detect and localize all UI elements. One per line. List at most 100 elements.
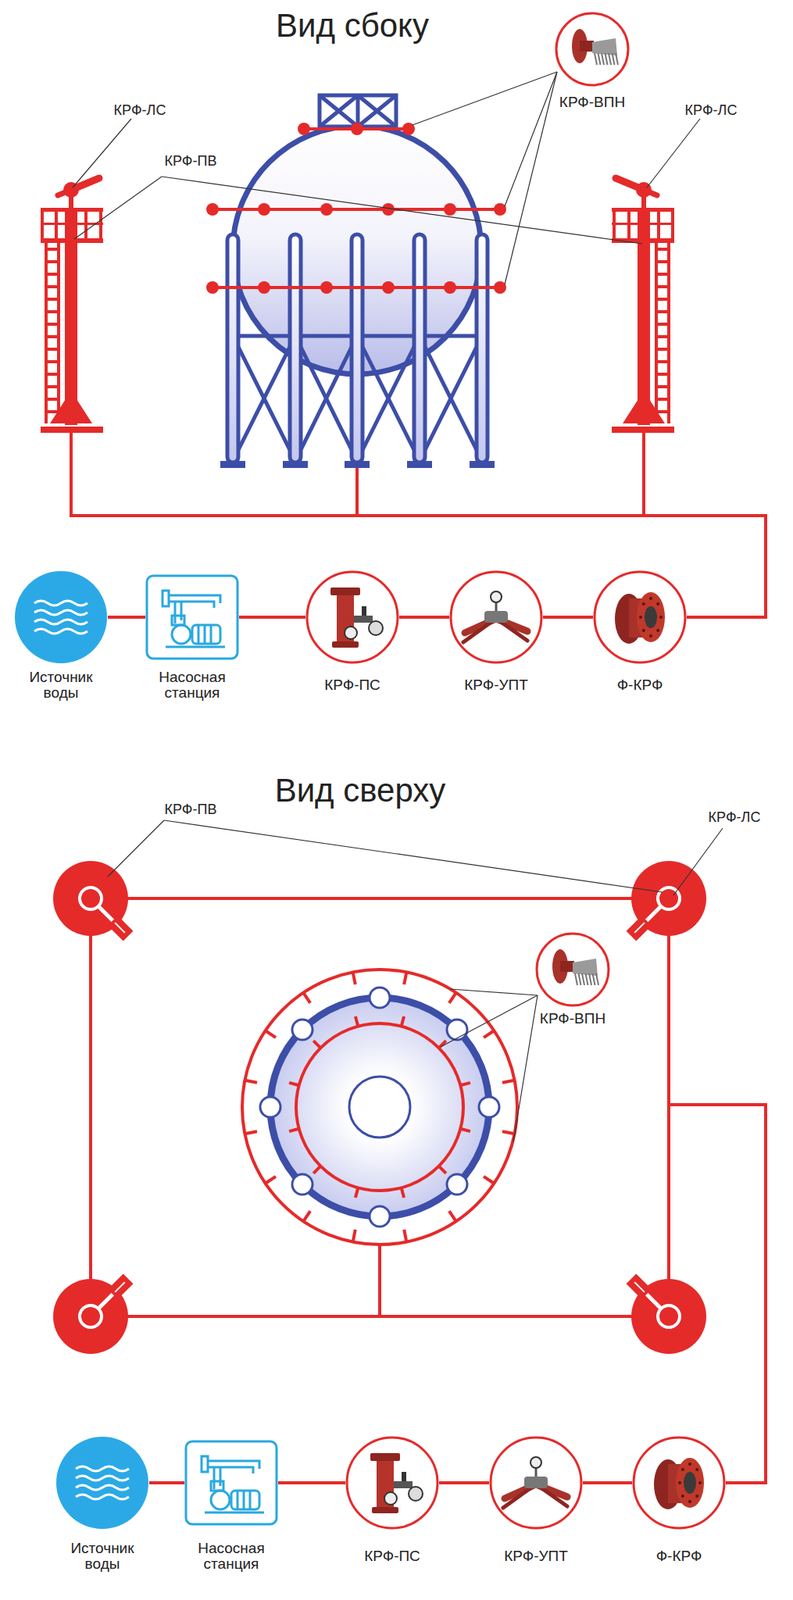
drawing-part	[582, 973, 585, 986]
drawing-part	[303, 993, 311, 1004]
node-label: Ф-КРФ	[589, 677, 691, 693]
equipment-node: КРФ-ВПН	[554, 11, 630, 87]
pipe-connector	[107, 615, 146, 619]
drawing-part	[34, 628, 88, 634]
equipment-node: КРФ-УПТ	[489, 1435, 583, 1530]
pipe-connector	[582, 1481, 633, 1485]
drawing-part	[313, 1166, 321, 1174]
node-label: Источник воды	[10, 669, 112, 701]
drawing-part	[681, 1494, 685, 1498]
drawing-part	[585, 973, 589, 986]
drawing-part	[556, 13, 629, 86]
drawing-part	[295, 335, 358, 461]
drawing-part	[407, 460, 433, 468]
tower-left	[40, 178, 104, 433]
drawing-part	[75, 1466, 129, 1472]
pipe-connector	[149, 1481, 185, 1485]
drawing-part	[401, 1016, 404, 1027]
drawing-part	[75, 1475, 129, 1481]
node-label: КРФ-УПТ	[445, 677, 547, 693]
node-icon	[345, 1435, 440, 1530]
drawing-part	[206, 122, 507, 294]
drawing-part	[493, 203, 507, 216]
pipe-connector	[542, 615, 593, 619]
drawing-part	[639, 615, 643, 619]
drawing-part	[56, 1436, 149, 1529]
node-icon	[632, 1435, 726, 1530]
pipe-connector	[239, 615, 306, 619]
drawing-part	[192, 625, 221, 644]
drawing-part	[232, 335, 296, 461]
drawing-part	[313, 1040, 321, 1048]
drawing-part	[393, 1481, 413, 1489]
node-label: Насосная станция	[180, 1540, 283, 1572]
drawing-part	[165, 646, 226, 649]
drawing-part	[212, 128, 501, 288]
drawing-part	[370, 1453, 401, 1461]
drawing-part	[644, 606, 658, 629]
drawing-part	[319, 95, 358, 127]
drawing-part	[244, 1080, 258, 1083]
drawing-part	[257, 281, 271, 294]
drawing-part	[368, 621, 383, 636]
node-label: КРФ-ВПН	[521, 1010, 624, 1027]
drawing-part	[295, 335, 358, 461]
drawing-part	[297, 122, 311, 136]
drawing-part	[502, 1131, 515, 1134]
drawing-part	[681, 1468, 685, 1472]
drawing-part	[231, 1490, 260, 1510]
drawing-part	[642, 602, 646, 606]
node-icon	[55, 1435, 150, 1530]
drawing-part	[161, 176, 643, 244]
drawing-part	[683, 1471, 697, 1494]
drawing-part	[446, 1174, 468, 1195]
drawing-part	[443, 281, 457, 294]
equipment-node: Ф-КРФ	[632, 1435, 726, 1530]
equipment-node: Насосная станция	[145, 574, 240, 661]
drawing-part	[219, 1467, 222, 1486]
drawing-part	[213, 1467, 216, 1490]
drawing-part	[257, 203, 271, 216]
drawing-part	[162, 590, 169, 607]
drawing-part	[232, 335, 296, 461]
drawing-part	[212, 285, 501, 290]
tower-symbol	[37, 845, 155, 963]
drawing-part	[357, 95, 397, 127]
node-icon	[554, 11, 630, 87]
drawing-part	[75, 1494, 129, 1500]
drawing-part	[227, 234, 239, 463]
drawing-part	[695, 1468, 699, 1472]
drawing-part	[320, 281, 333, 294]
drawing-part	[579, 40, 594, 52]
drawing-part	[504, 71, 558, 285]
drawing-part	[594, 571, 686, 663]
drawing-part	[382, 281, 395, 294]
drawing-part	[476, 234, 488, 463]
equipment-node: Источник воды	[14, 570, 108, 665]
drawing-part	[530, 1457, 542, 1469]
drawing-part	[307, 571, 398, 663]
drawing-part	[443, 203, 457, 216]
drawing-part	[633, 1437, 725, 1529]
drawing-part	[353, 1229, 356, 1243]
equipment-node: Насосная станция	[184, 1439, 279, 1526]
drawing-part	[289, 234, 301, 463]
drawing-part	[483, 1030, 494, 1038]
drawing-part	[351, 234, 363, 463]
drawing-part	[371, 1507, 399, 1514]
drawing-part	[449, 993, 457, 1004]
drawing-part	[636, 592, 665, 643]
drawing-part	[642, 431, 646, 516]
drawing-part	[649, 634, 653, 638]
drawing-part	[503, 1487, 532, 1508]
node-icon	[449, 570, 543, 665]
node-icon	[592, 570, 687, 665]
drawing-part	[560, 960, 575, 972]
drawing-part	[589, 973, 592, 986]
equipment-node: КРФ-ВПН	[535, 932, 611, 1008]
drawing-part	[34, 600, 88, 606]
drawing-part	[504, 71, 558, 207]
equipment-node: Ф-КРФ	[592, 570, 687, 665]
drawing-part	[493, 281, 507, 294]
node-label: КРФ-ВПН	[541, 94, 643, 111]
